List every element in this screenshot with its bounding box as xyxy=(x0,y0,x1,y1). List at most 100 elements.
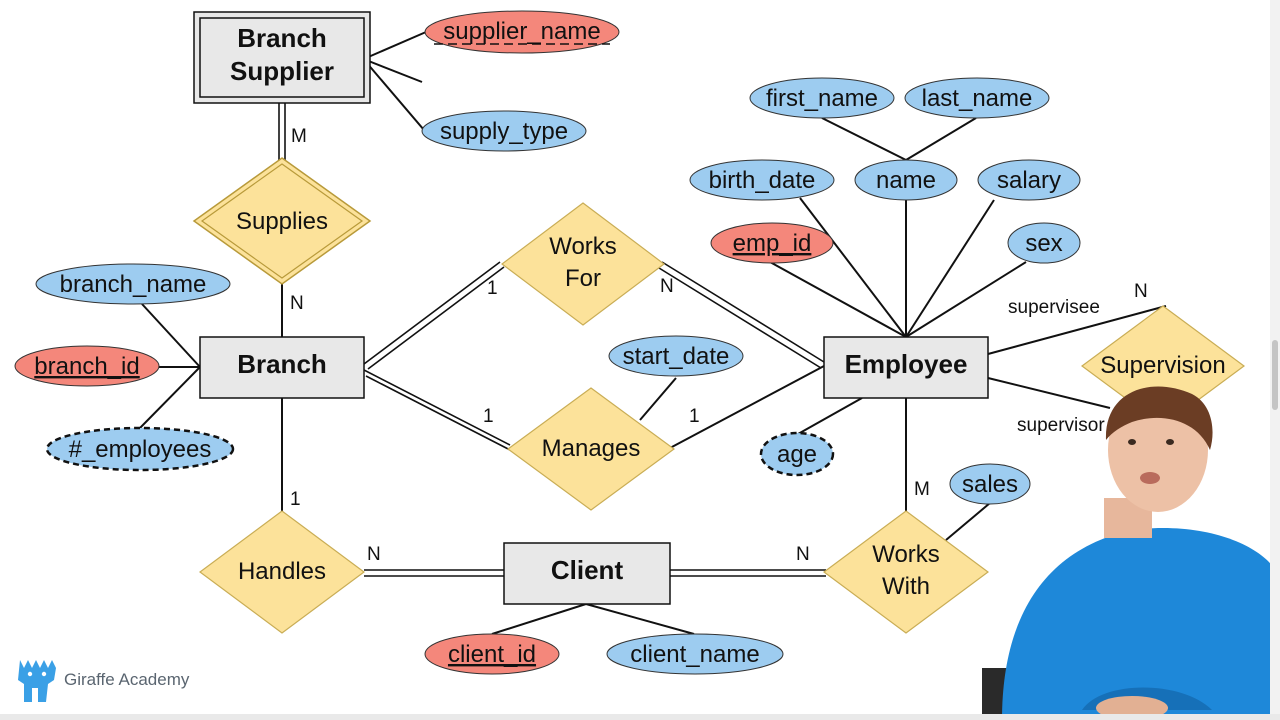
entity-branch[interactable]: Branch xyxy=(199,336,365,399)
attr-start-date[interactable]: start_date xyxy=(608,335,744,377)
line-client-workswith xyxy=(670,569,826,577)
attr-supply-type[interactable]: supply_type xyxy=(421,110,587,152)
presenter-eye-right xyxy=(1166,439,1174,445)
attr-age-label: age xyxy=(777,441,817,468)
line-worksfor-employee xyxy=(658,261,825,369)
attr-emp-id-label: emp_id xyxy=(733,230,812,257)
card-works-with-left: N xyxy=(796,544,810,565)
attr-num-employees-label: #_employees xyxy=(69,436,212,463)
line-branch-worksfor xyxy=(363,261,505,370)
attr-birth-date-label: birth_date xyxy=(709,167,816,194)
line-handles-client xyxy=(364,569,504,577)
line-supervisee xyxy=(987,305,1167,355)
line-branch-manages xyxy=(363,369,513,452)
attr-branch-name-label: branch_name xyxy=(60,271,207,298)
attr-branch-id-label: branch_id xyxy=(34,353,139,380)
line-supervisor xyxy=(987,377,1111,409)
entity-branch-supplier-line1: Branch xyxy=(237,23,327,53)
attr-age[interactable]: age xyxy=(759,431,835,477)
entity-branch-supplier[interactable]: Branch Supplier xyxy=(193,11,371,104)
relationship-works-for-line1: Works xyxy=(549,233,617,260)
relationship-works-with[interactable]: Works With xyxy=(822,510,990,634)
presenter-webcam xyxy=(982,386,1280,720)
card-supplies-bottom: N xyxy=(290,293,304,314)
attr-client-name-label: client_name xyxy=(630,641,759,668)
line-client-id xyxy=(491,603,587,635)
line-birth-date xyxy=(799,197,907,338)
card-supplies-top: M xyxy=(291,126,307,147)
attr-num-employees[interactable]: #_employees xyxy=(45,426,235,472)
attr-emp-id[interactable]: emp_id xyxy=(710,222,834,264)
relationship-supplies[interactable]: Supplies xyxy=(192,157,372,285)
attr-salary-label: salary xyxy=(997,167,1061,194)
line-supplier-name xyxy=(365,31,427,59)
line-manages-employee xyxy=(669,365,825,449)
card-works-for-right: N xyxy=(660,276,674,297)
attr-sales-label: sales xyxy=(962,471,1018,498)
attr-sales[interactable]: sales xyxy=(949,463,1031,505)
giraffe-academy-logo: Giraffe Academy xyxy=(14,656,189,704)
attr-name[interactable]: name xyxy=(854,159,958,201)
brand-name: Giraffe Academy xyxy=(64,670,190,689)
role-supervisee: supervisee xyxy=(1008,297,1100,318)
relationship-manages[interactable]: Manages xyxy=(506,387,676,511)
relationship-supervision[interactable]: Supervision xyxy=(1080,305,1246,427)
entity-branch-supplier-line2: Supplier xyxy=(230,56,334,86)
relationship-handles-label: Handles xyxy=(238,558,326,585)
relationship-works-with-line2: With xyxy=(882,573,930,600)
entity-client-label: Client xyxy=(551,555,624,585)
attr-salary[interactable]: salary xyxy=(977,159,1081,201)
presenter-eye-left xyxy=(1128,439,1136,445)
attr-first-name[interactable]: first_name xyxy=(749,77,895,119)
line-supplier-extra xyxy=(365,59,423,83)
relationship-handles[interactable]: Handles xyxy=(198,510,366,634)
card-manages-left: 1 xyxy=(483,406,494,427)
attr-supplier-name-label: supplier_name xyxy=(443,18,600,45)
line-supply-type xyxy=(365,61,425,131)
attr-birth-date[interactable]: birth_date xyxy=(689,159,835,201)
card-works-for-left: 1 xyxy=(487,278,498,299)
relationship-works-for-line2: For xyxy=(565,265,601,292)
card-manages-right: 1 xyxy=(689,406,700,427)
relationship-works-with-line1: Works xyxy=(872,541,940,568)
role-supervisor: supervisor xyxy=(1017,415,1105,436)
attr-last-name[interactable]: last_name xyxy=(904,77,1050,119)
attr-branch-name[interactable]: branch_name xyxy=(35,263,231,305)
line-num-employees xyxy=(137,366,201,431)
relationship-supplies-label: Supplies xyxy=(236,208,328,235)
card-works-with-top: M xyxy=(914,479,930,500)
attr-last-name-label: last_name xyxy=(922,85,1033,112)
attr-name-label: name xyxy=(876,167,936,194)
line-client-name xyxy=(585,603,695,635)
attr-client-name[interactable]: client_name xyxy=(606,633,784,675)
attr-supplier-name[interactable]: supplier_name xyxy=(424,10,620,54)
scrollbar[interactable] xyxy=(1270,0,1280,720)
attr-client-id[interactable]: client_id xyxy=(424,633,560,675)
card-supervision-top: N xyxy=(1134,281,1148,302)
scrollbar-thumb[interactable] xyxy=(1272,340,1278,410)
attr-first-name-label: first_name xyxy=(766,85,878,112)
giraffe-icon xyxy=(18,660,56,702)
line-sex xyxy=(905,261,1027,338)
line-first-name xyxy=(821,117,907,161)
line-supplier-supplies xyxy=(278,102,286,160)
presenter-mouth xyxy=(1140,472,1160,484)
line-emp-id xyxy=(769,261,907,338)
attr-supply-type-label: supply_type xyxy=(440,118,568,145)
line-start-date xyxy=(639,377,677,421)
entity-client[interactable]: Client xyxy=(503,542,671,605)
entity-employee[interactable]: Employee xyxy=(823,336,989,399)
attr-branch-id[interactable]: branch_id xyxy=(14,345,160,387)
line-last-name xyxy=(905,117,977,161)
attr-sex[interactable]: sex xyxy=(1007,222,1081,264)
line-sales xyxy=(945,502,991,541)
bottom-strip xyxy=(0,714,1280,720)
card-handles-right: N xyxy=(367,544,381,565)
relationship-works-for[interactable]: Works For xyxy=(501,202,665,326)
entity-employee-label: Employee xyxy=(845,349,968,379)
presenter-shirt xyxy=(1002,528,1280,720)
attr-client-id-label: client_id xyxy=(448,641,536,668)
attr-sex-label: sex xyxy=(1025,230,1062,257)
line-age xyxy=(797,397,863,435)
presenter-hair xyxy=(1105,386,1213,450)
